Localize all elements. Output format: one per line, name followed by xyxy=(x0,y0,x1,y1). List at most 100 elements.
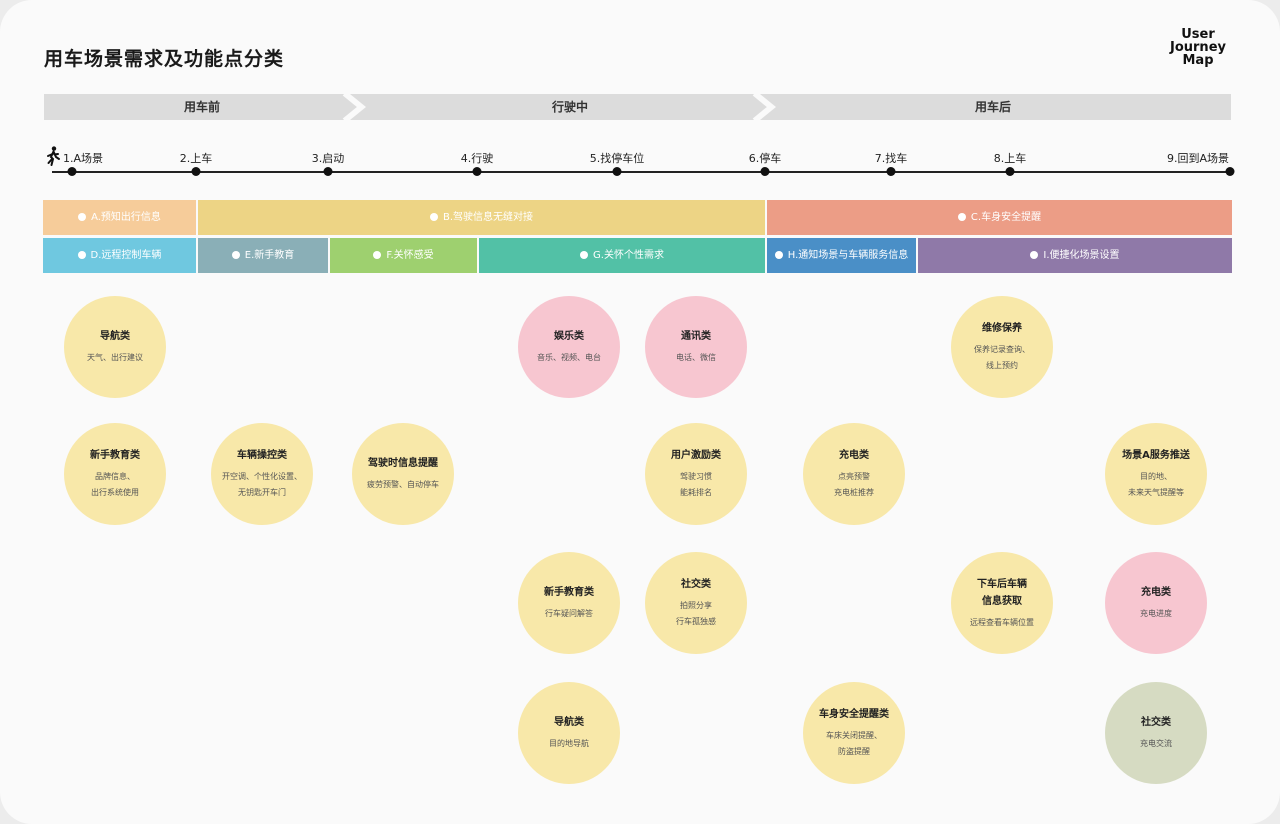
node-navigation: 导航类 天气、出行建议 xyxy=(64,296,166,398)
stop-dot-9 xyxy=(1225,167,1235,176)
stop-label-6: 6.停车 xyxy=(748,152,782,165)
phase-chevron-2 xyxy=(752,94,774,120)
node-title: 车身安全提醒类 xyxy=(819,709,889,720)
node-title: 用户激励类 xyxy=(671,450,721,461)
node-desc: 天气、出行建议 xyxy=(87,353,143,362)
band-dot xyxy=(774,251,783,259)
brand-logo: User Journey Map xyxy=(1152,28,1244,67)
node-desc: 疲劳预警、自动停车 xyxy=(367,480,439,489)
stop-dot-7 xyxy=(886,167,896,176)
category-band-b: B.驾驶信息无缝对接 xyxy=(198,200,765,235)
band-dot xyxy=(77,251,86,259)
phase-arrow-after xyxy=(760,94,1231,120)
stop-label-3: 3.启动 xyxy=(311,152,345,165)
band-dot xyxy=(1030,251,1039,259)
node-destination-navigation: 导航类 目的地导航 xyxy=(518,682,620,784)
brand-line-3: Map xyxy=(1182,53,1214,68)
stop-dot-2 xyxy=(191,167,201,176)
node-communication: 通讯类 电话、微信 xyxy=(645,296,747,398)
timeline-line xyxy=(52,171,1232,173)
stop-label-5: 5.找停车位 xyxy=(589,152,645,165)
category-label-f: F.关怀感受 xyxy=(386,250,434,261)
node-charging: 充电类 点亮预警 充电桩推荐 xyxy=(803,423,905,525)
node-desc: 品牌信息、 出行系统使用 xyxy=(91,472,139,497)
category-band-g: G.关怀个性需求 xyxy=(479,238,765,273)
stop-label-1: 1.A场景 xyxy=(62,152,104,165)
stop-dot-4 xyxy=(472,167,482,176)
node-desc: 目的地、 未来天气提醒等 xyxy=(1128,472,1184,497)
node-title: 导航类 xyxy=(554,717,584,728)
category-band-a: A.预知出行信息 xyxy=(43,200,196,235)
category-label-a: A.预知出行信息 xyxy=(91,212,161,223)
node-body-safety: 车身安全提醒类 车床关闭提醒、 防盗提醒 xyxy=(803,682,905,784)
node-desc: 目的地导航 xyxy=(549,739,589,748)
node-title: 维修保养 xyxy=(982,323,1022,334)
node-title: 导航类 xyxy=(100,331,130,342)
node-charging-progress: 充电类 充电进度 xyxy=(1105,552,1207,654)
category-band-d: D.远程控制车辆 xyxy=(43,238,196,273)
stop-label-4: 4.行驶 xyxy=(460,152,494,165)
journey-timeline: 1.A场景 2.上车 3.启动 4.行驶 5.找停车位 6.停车 7.找车 8.… xyxy=(0,140,1280,180)
node-title: 充电类 xyxy=(1141,587,1171,598)
category-label-h: H.通知场景与车辆服务信息 xyxy=(787,250,909,261)
node-driving-alert: 驾驶时信息提醒 疲劳预警、自动停车 xyxy=(352,423,454,525)
node-desc: 行车疑问解答 xyxy=(545,609,593,618)
node-scene-a-push: 场景A服务推送 目的地、 未来天气提醒等 xyxy=(1105,423,1207,525)
band-dot xyxy=(957,213,966,221)
phase-label-after: 用车后 xyxy=(974,100,1012,114)
stop-dot-5 xyxy=(612,167,622,176)
brand-line-2: Journey xyxy=(1170,40,1226,55)
page-title: 用车场景需求及功能点分类 xyxy=(44,48,285,70)
category-band-c: C.车身安全提醒 xyxy=(767,200,1232,235)
node-desc: 开空调、个性化设置、 无钥匙开车门 xyxy=(222,472,302,497)
category-label-b: B.驾驶信息无缝对接 xyxy=(442,212,534,223)
band-dot xyxy=(429,213,438,221)
node-title: 驾驶时信息提醒 xyxy=(368,458,438,469)
node-title: 社交类 xyxy=(1141,717,1171,728)
node-vehicle-control: 车辆操控类 开空调、个性化设置、 无钥匙开车门 xyxy=(211,423,313,525)
node-novice-education-driving: 新手教育类 行车疑问解答 xyxy=(518,552,620,654)
node-desc: 驾驶习惯 能耗排名 xyxy=(680,472,712,497)
walking-person-icon xyxy=(47,146,60,166)
category-band-e: E.新手教育 xyxy=(198,238,328,273)
category-band-h: H.通知场景与车辆服务信息 xyxy=(767,238,916,273)
phase-arrow-driving xyxy=(350,94,770,120)
phase-label-driving: 行驶中 xyxy=(551,100,589,114)
category-label-g: G.关怀个性需求 xyxy=(593,250,664,261)
brand-line-1: User xyxy=(1181,27,1215,42)
phase-arrow-before xyxy=(44,94,360,120)
phase-chevron-1 xyxy=(342,94,364,120)
node-desc: 拍照分享 行车孤独感 xyxy=(676,601,716,626)
node-desc: 车床关闭提醒、 防盗提醒 xyxy=(826,731,882,756)
node-title: 场景A服务推送 xyxy=(1122,450,1190,461)
node-maintenance: 维修保养 保养记录查询、 线上预约 xyxy=(951,296,1053,398)
node-desc: 充电进度 xyxy=(1140,609,1172,618)
node-entertainment: 娱乐类 音乐、视频、电台 xyxy=(518,296,620,398)
stop-dot-8 xyxy=(1005,167,1015,176)
band-dot xyxy=(373,251,382,259)
node-title: 车辆操控类 xyxy=(237,450,287,461)
stop-dot-1 xyxy=(67,167,77,176)
node-social: 社交类 拍照分享 行车孤独感 xyxy=(645,552,747,654)
category-label-i: I.便捷化场景设置 xyxy=(1043,250,1120,261)
node-title: 充电类 xyxy=(839,450,869,461)
node-desc: 点亮预警 充电桩推荐 xyxy=(834,472,874,497)
band-dot xyxy=(580,251,589,259)
category-label-e: E.新手教育 xyxy=(244,250,295,261)
stop-dot-3 xyxy=(323,167,333,176)
band-dot xyxy=(231,251,240,259)
node-desc: 充电交流 xyxy=(1140,739,1172,748)
stop-label-8: 8.上车 xyxy=(993,152,1027,165)
stop-dot-6 xyxy=(760,167,770,176)
category-band-i: I.便捷化场景设置 xyxy=(918,238,1232,273)
node-title: 娱乐类 xyxy=(554,331,584,342)
node-desc: 电话、微信 xyxy=(676,353,716,362)
node-post-drive-info: 下车后车辆 信息获取 远程查看车辆位置 xyxy=(951,552,1053,654)
node-desc: 音乐、视频、电台 xyxy=(537,353,601,362)
node-desc: 远程查看车辆位置 xyxy=(970,617,1034,627)
node-desc: 保养记录查询、 线上预约 xyxy=(974,345,1030,370)
stop-label-9: 9.回到A场景 xyxy=(1166,152,1230,165)
phase-label-before: 用车前 xyxy=(183,100,221,114)
band-dot xyxy=(78,213,87,221)
